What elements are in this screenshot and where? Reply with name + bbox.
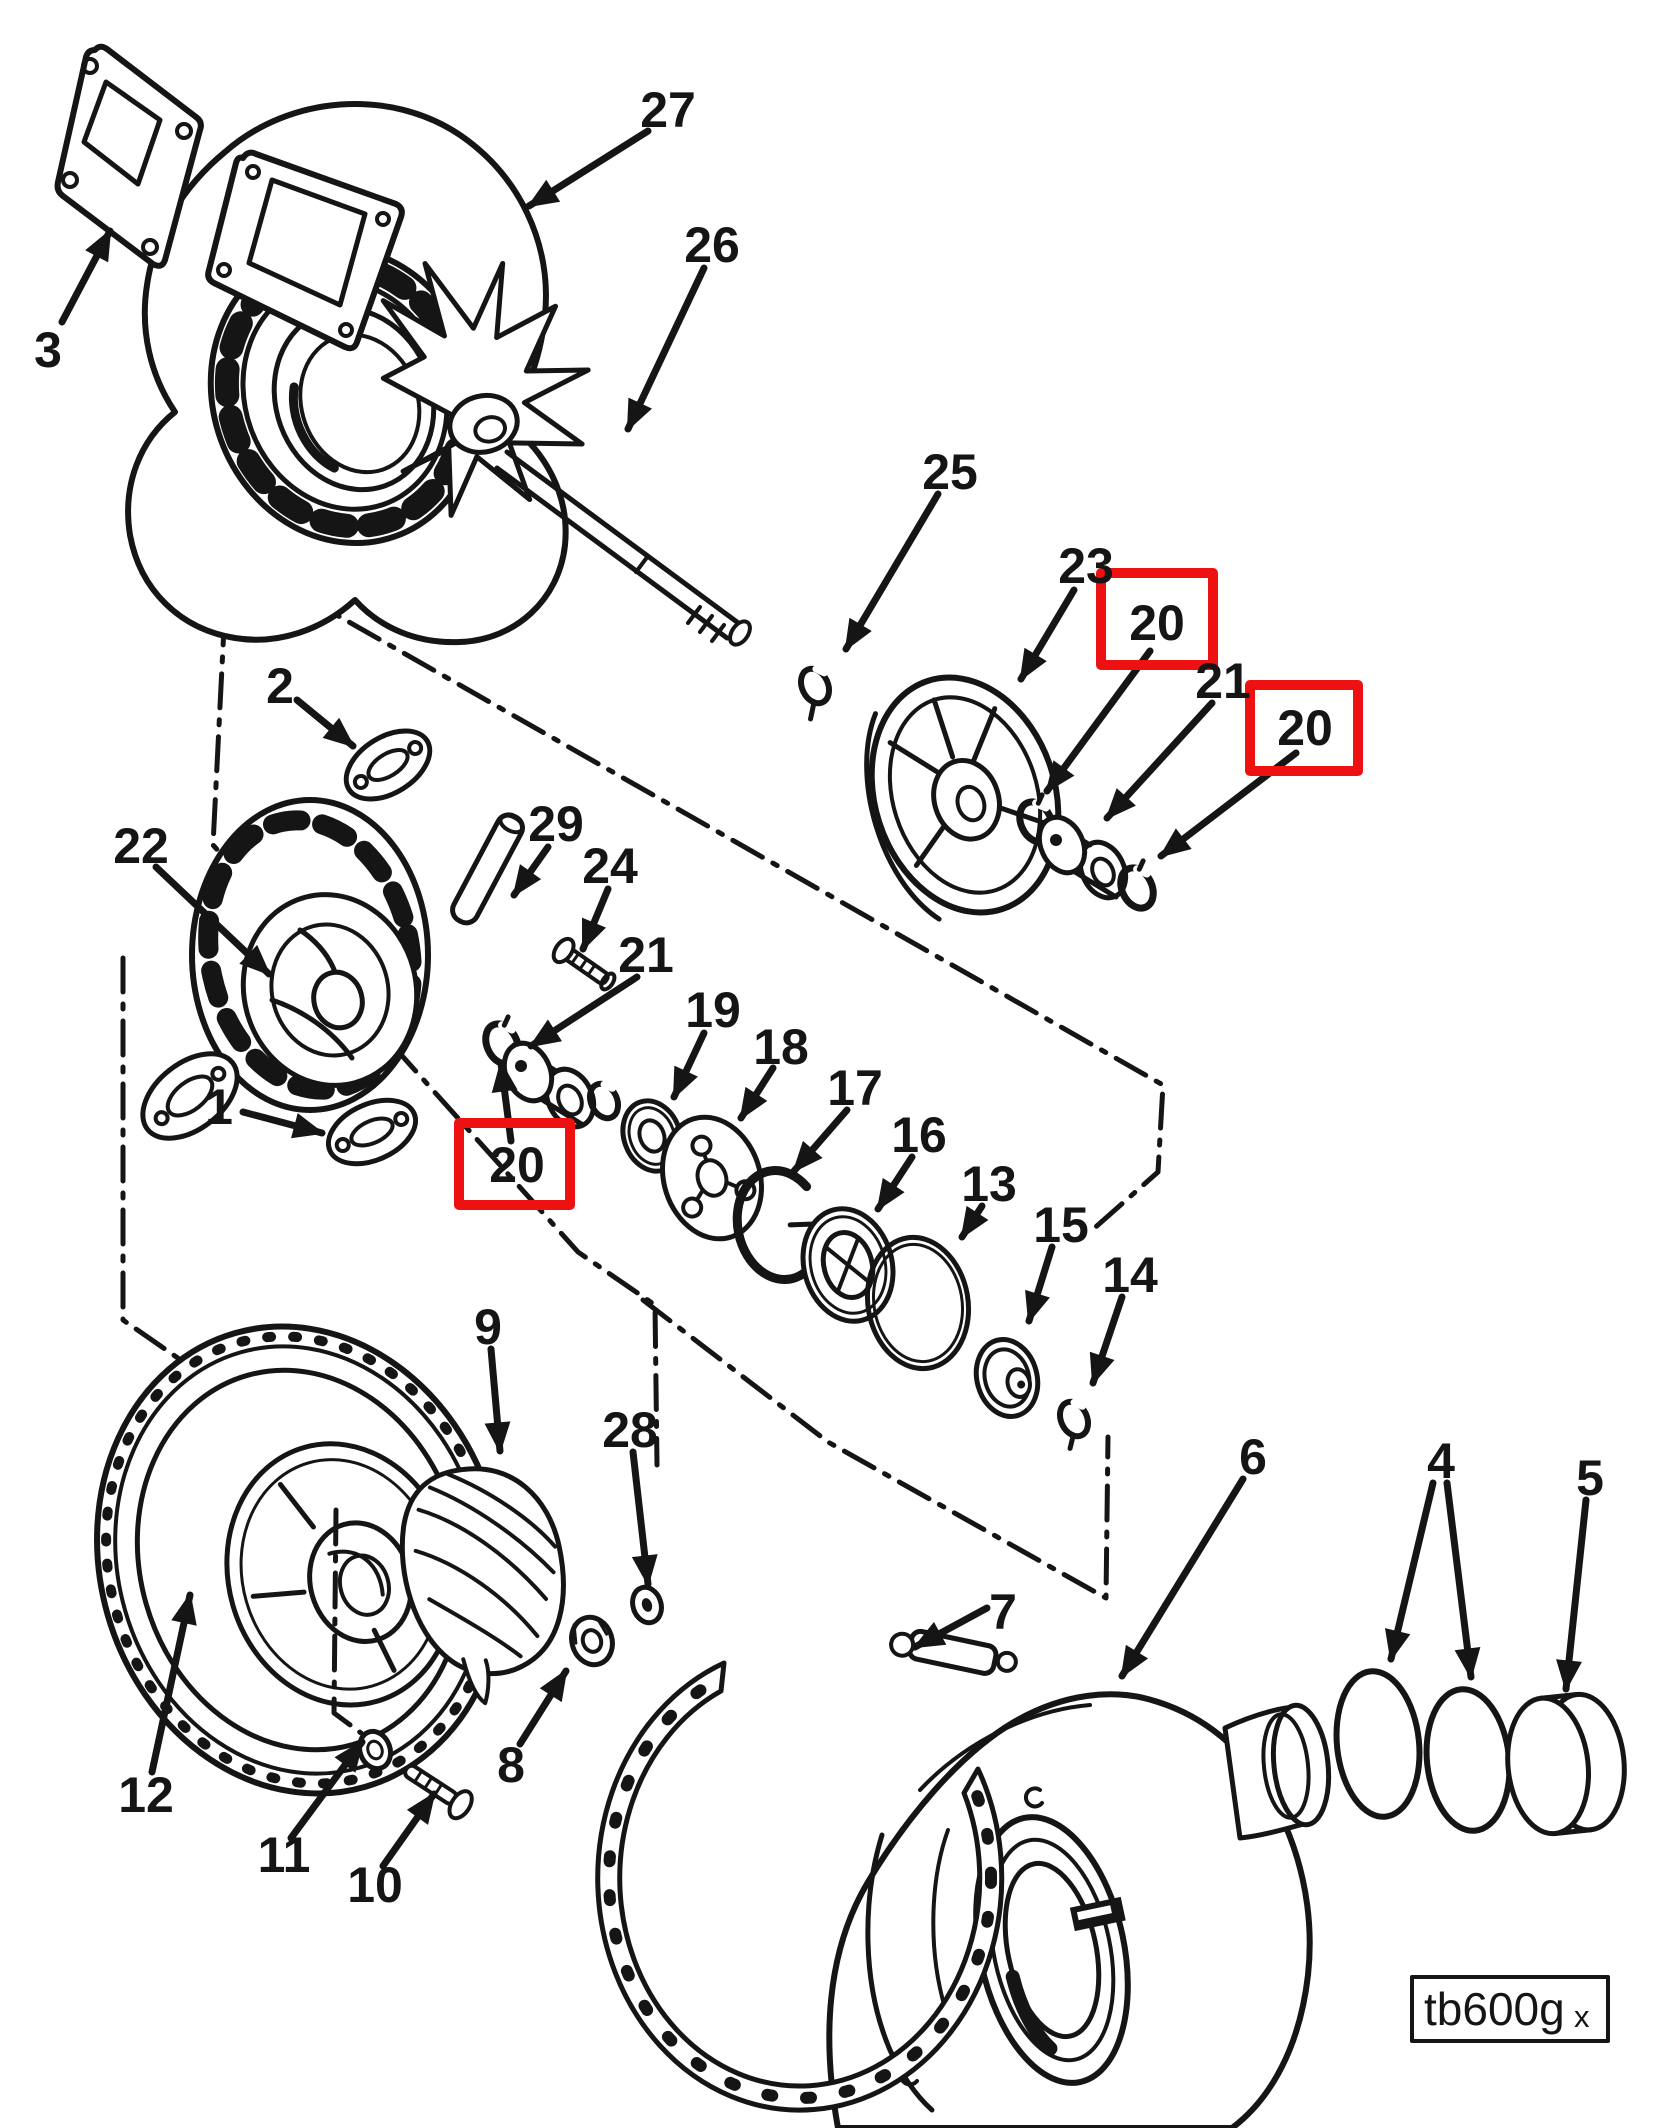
leader-19: [670, 1029, 708, 1101]
callout-12: 12: [118, 1767, 174, 1823]
dowel-pin: [450, 812, 525, 926]
shaft-nut: [569, 1614, 615, 1668]
leader-23: [1017, 586, 1078, 683]
leader-14: [1089, 1293, 1126, 1387]
callout-20-right: 20: [1277, 700, 1333, 756]
leader-7: [911, 1604, 991, 1651]
oil-seal-spool: [973, 1337, 1041, 1419]
leader-15: [1025, 1243, 1056, 1325]
leader-26: [624, 264, 708, 433]
small-bolt: [551, 936, 617, 992]
callout-28: 28: [602, 1402, 658, 1458]
large-o-ring: [864, 1234, 972, 1372]
stamp-suffix: x: [1574, 1999, 1590, 2034]
oil-line-gasket-top: [343, 728, 433, 802]
highlight-box-20-top: [1096, 568, 1218, 670]
callout-11: 11: [258, 1827, 311, 1883]
clamp-nut: [630, 1584, 664, 1626]
spoked-wheel: [864, 674, 1062, 922]
leader-3: [58, 227, 114, 326]
turbine-wheel-and-shaft: [380, 260, 752, 647]
bearing-bushing-top: [1036, 814, 1129, 901]
callout-27: 27: [640, 82, 696, 138]
wear-ring: [1505, 1691, 1627, 1837]
leader-21-top: [1103, 699, 1216, 822]
leader-11: [287, 1738, 366, 1842]
drawing-id-stamp: tb600g x: [1410, 1975, 1610, 2043]
shaft-retaining-ring: [797, 665, 833, 722]
callout-21-mid: 21: [618, 927, 674, 983]
wheel-axis-line: [331, 1507, 364, 1736]
callout-3: 3: [34, 322, 62, 378]
callout-4: 4: [1427, 1433, 1455, 1489]
callout-26: 26: [684, 217, 740, 273]
stamp-text: tb600g: [1424, 1983, 1565, 2035]
retaining-ring-20-right: [1117, 858, 1157, 912]
callout-18: 18: [753, 1019, 809, 1075]
callout-10: 10: [347, 1857, 403, 1913]
callout-5: 5: [1576, 1450, 1604, 1506]
leader-4b: [1443, 1479, 1481, 1681]
seal-ring-assembly: [800, 1206, 896, 1324]
leader-16: [874, 1153, 916, 1213]
callout-16: 16: [891, 1107, 947, 1163]
callout-13: 13: [961, 1156, 1017, 1212]
leader-2: [293, 696, 357, 750]
turbine-flange-plate: [205, 149, 405, 352]
bearing-housing: [140, 797, 431, 1141]
retaining-ring-tiny: [1056, 1398, 1092, 1451]
leader-10: [379, 1790, 438, 1870]
callout-22: 22: [113, 818, 169, 874]
callout-29: 29: [528, 796, 584, 852]
callout-9: 9: [474, 1299, 502, 1355]
callout-21-top: 21: [1195, 653, 1251, 709]
leader-22: [152, 863, 273, 978]
callout-14: 14: [1102, 1247, 1158, 1303]
compressor-impeller: [399, 1466, 566, 1706]
callout-1: 1: [205, 1079, 233, 1135]
leader-lines: [58, 127, 1590, 1870]
highlight-box-20-mid: [454, 1118, 575, 1210]
callout-19: 19: [685, 982, 741, 1038]
backplate-bolt: [403, 1763, 474, 1821]
leader-27: [525, 127, 652, 210]
callout-2: 2: [266, 658, 294, 714]
stamp-border: [1410, 1975, 1610, 2043]
callout-23: 23: [1058, 538, 1114, 594]
leader-28: [629, 1448, 658, 1588]
o-ring-pair: [1333, 1668, 1513, 1834]
leader-24: [579, 885, 612, 953]
callout-20-mid: 20: [489, 1137, 545, 1193]
leader-17: [790, 1106, 851, 1175]
leader-12: [148, 1591, 197, 1776]
retaining-ring-small: [586, 1080, 622, 1122]
leader-25: [842, 490, 942, 653]
leader-9: [484, 1345, 511, 1455]
leader-20-top: [1043, 647, 1154, 795]
leader-13: [958, 1202, 989, 1241]
leader-29: [510, 843, 552, 899]
leader-1: [239, 1108, 326, 1139]
highlight-boxes: [454, 568, 1363, 1210]
highlight-box-20-right: [1245, 680, 1363, 776]
oil-line-gasket-bottom: [325, 1097, 419, 1167]
leader-21-mid: [527, 973, 641, 1050]
callout-20-top: 20: [1129, 595, 1185, 651]
callout-15: 15: [1033, 1197, 1089, 1253]
cast-mark-c-top: [1023, 1786, 1044, 1809]
callout-7: 7: [989, 1584, 1017, 1640]
leader-18: [737, 1064, 777, 1122]
callout-8: 8: [497, 1737, 525, 1793]
turbine-inlet-gasket: [54, 43, 204, 269]
callout-labels: 3 27 26 25 23 20 21 20 2 22 29 24 21 19 …: [34, 82, 1604, 1913]
callout-25: 25: [922, 444, 978, 500]
leader-8: [516, 1667, 570, 1748]
callout-6: 6: [1239, 1429, 1267, 1485]
leader-6: [1118, 1475, 1247, 1680]
leader-5: [1556, 1496, 1590, 1693]
callout-24: 24: [582, 838, 638, 894]
callout-17: 17: [827, 1060, 883, 1116]
leader-4a: [1384, 1479, 1437, 1663]
